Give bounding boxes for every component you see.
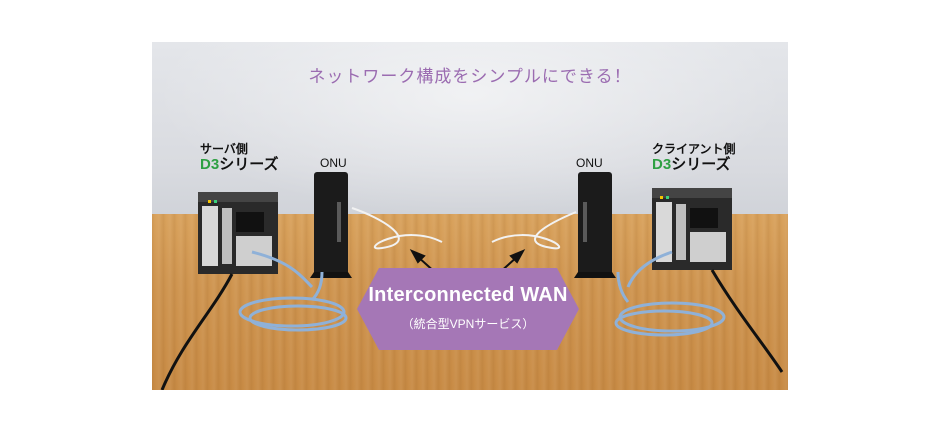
wan-subtitle: （統合型VPNサービス） <box>401 317 535 331</box>
left-arrow-head <box>409 248 426 264</box>
wan-hexagon: Interconnected WAN （統合型VPNサービス） <box>357 268 579 350</box>
right-power-cable <box>710 269 784 373</box>
left-lan-cable <box>238 250 348 332</box>
right-fiber-cable <box>491 211 577 250</box>
right-arrow-head <box>509 248 526 264</box>
left-device-series: D3シリーズ <box>200 156 279 173</box>
right-device-series: D3シリーズ <box>652 156 731 173</box>
headline: ネットワーク構成をシンプルにできる！ <box>308 67 632 87</box>
left-power-cable <box>160 273 234 390</box>
right-lan-cable <box>614 250 726 337</box>
hexagon-shape <box>357 268 579 350</box>
left-fiber-cable <box>351 207 443 250</box>
left-device-label: サーバ側 D3シリーズ <box>200 142 278 174</box>
right-onu-label: ONU <box>576 156 603 170</box>
left-device-role: サーバ側 <box>200 142 248 156</box>
network-illustration <box>160 172 784 390</box>
wall-background <box>152 42 788 217</box>
left-d3-device <box>198 192 278 274</box>
wan-title: Interconnected WAN <box>368 284 568 306</box>
right-d3-device <box>652 188 732 270</box>
right-device-role: クライアント側 <box>652 142 736 156</box>
right-device-label: クライアント側 D3シリーズ <box>652 142 736 174</box>
left-onu-device <box>310 172 352 278</box>
right-onu-device <box>574 172 616 278</box>
photo-scene: ネットワーク構成をシンプルにできる！ サーバ側 D3シリーズ ONU ONU ク… <box>152 42 788 390</box>
left-onu-label: ONU <box>320 156 347 170</box>
